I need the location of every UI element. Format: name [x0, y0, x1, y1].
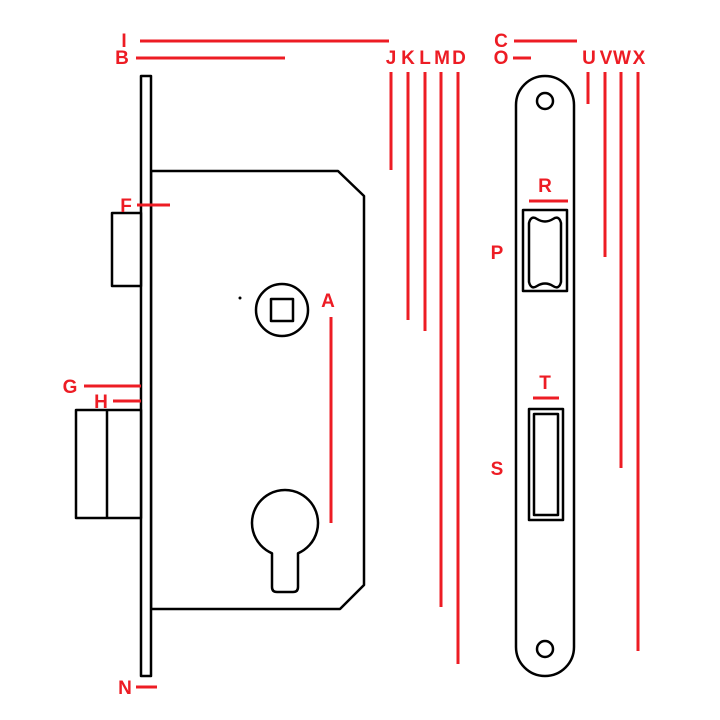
label-v: V: [600, 48, 613, 69]
label-n: N: [118, 678, 132, 699]
label-u: U: [582, 48, 596, 69]
label-a: A: [321, 291, 335, 312]
label-c: C: [494, 31, 508, 52]
label-h: H: [94, 392, 108, 413]
label-s: S: [491, 459, 504, 480]
deadbolt-face: [532, 412, 560, 517]
spindle-square-hole: [269, 297, 295, 323]
label-b: B: [115, 48, 129, 69]
label-p: P: [491, 243, 504, 264]
label-r: R: [538, 176, 552, 197]
latch-opening: [521, 208, 569, 293]
latch-bolt: [110, 211, 143, 288]
label-m: M: [434, 48, 450, 69]
label-t: T: [539, 373, 551, 394]
faceplate-side: [139, 74, 153, 678]
dimension-labels: I B J K L M D C O U V W X F G H N A P R …: [63, 31, 646, 699]
label-g: G: [63, 377, 78, 398]
label-d: D: [452, 48, 466, 69]
label-w: W: [613, 48, 631, 69]
label-x: X: [633, 48, 646, 69]
deadbolt: [74, 408, 143, 520]
spindle-hub: [254, 282, 310, 338]
pin-mark: [238, 296, 242, 300]
lock-side-view: [74, 74, 366, 678]
latch-face: [527, 216, 563, 289]
label-j: J: [386, 48, 397, 69]
dimension-lines: [84, 39, 640, 689]
label-l: L: [419, 48, 431, 69]
faceplate-front-view: [514, 74, 576, 678]
label-k: K: [401, 48, 415, 69]
label-i: I: [121, 31, 126, 52]
label-f: F: [120, 196, 132, 217]
screw-hole-top: [535, 91, 555, 111]
screw-hole-bottom: [535, 639, 555, 659]
euro-cylinder-hole: [250, 488, 320, 594]
label-o: O: [494, 48, 509, 69]
